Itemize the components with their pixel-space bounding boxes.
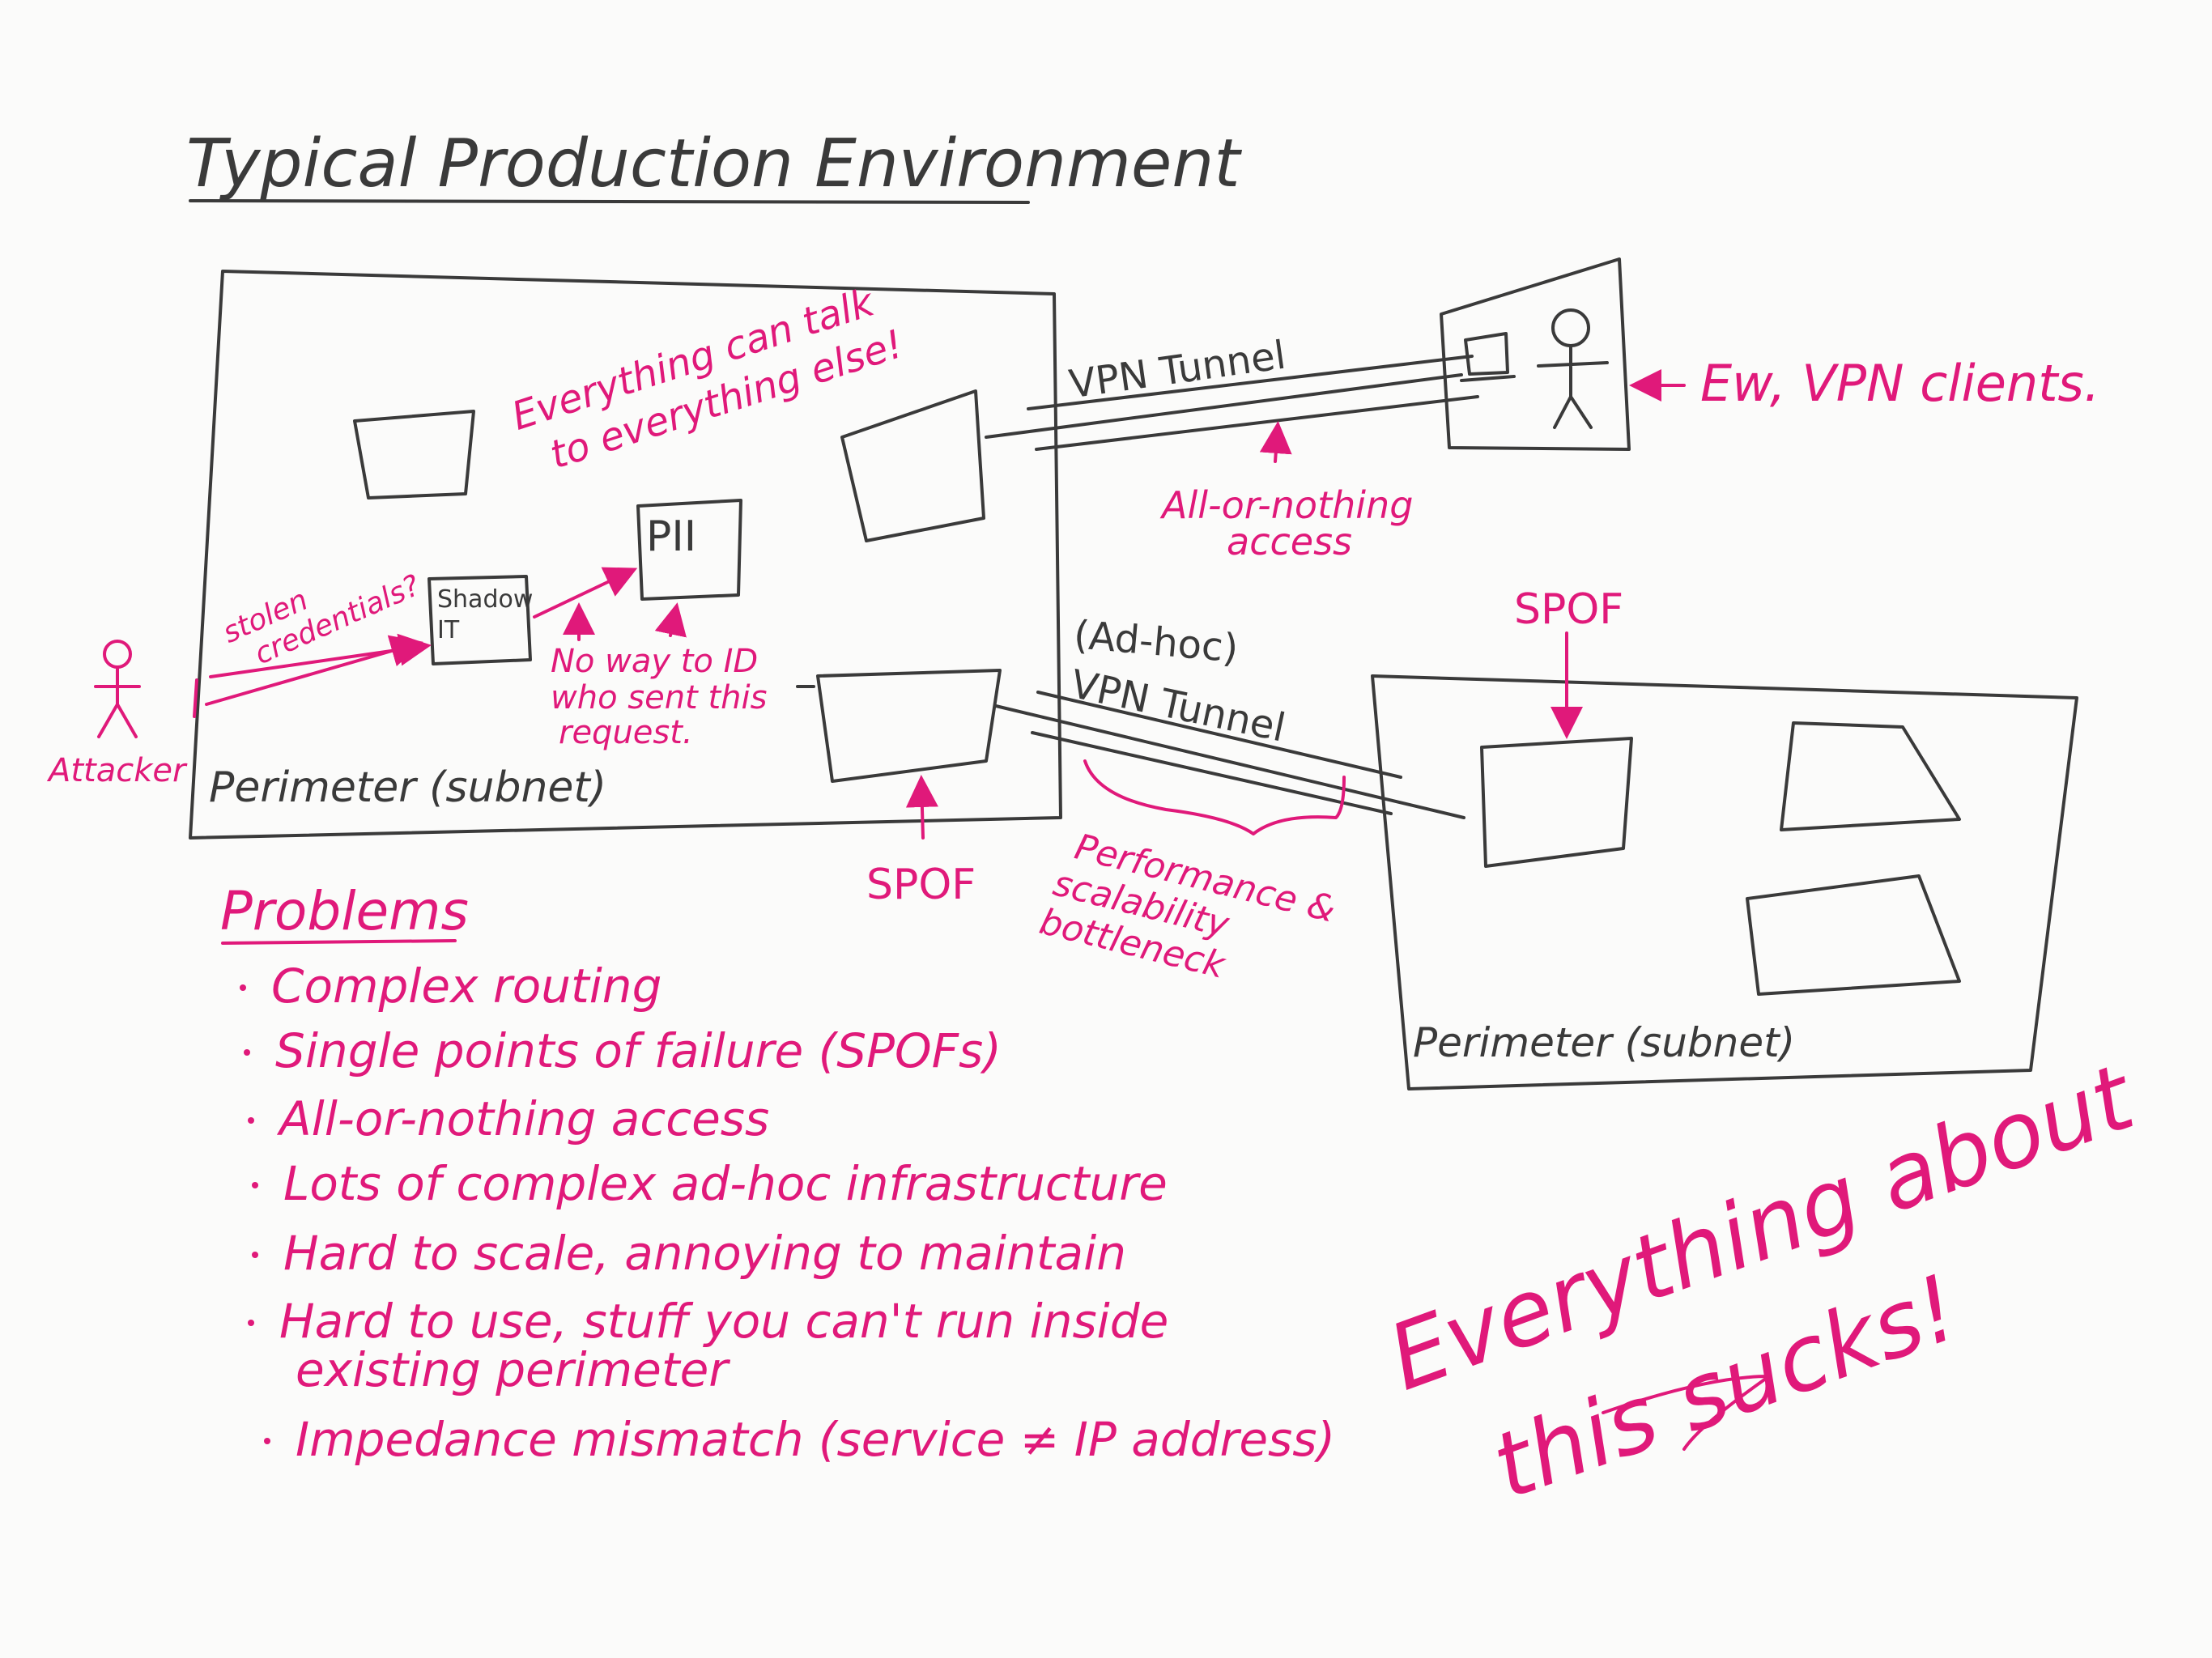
breach-mark <box>193 678 198 718</box>
spof-label: SPOF <box>1514 585 1623 634</box>
problem-item: Hard to use, stuff you can't run inside <box>279 1294 1168 1349</box>
server-box <box>1746 874 1961 996</box>
problem-bullet <box>264 1438 270 1444</box>
sucks-underline <box>1602 1375 1771 1451</box>
shadow-it-label: Shadow <box>437 585 533 614</box>
vpn-user-figure <box>1537 308 1609 429</box>
attacker-figure <box>94 640 141 738</box>
problem-item: All-or-nothing access <box>276 1091 769 1146</box>
problem-item: Single points of failure (SPOFs) <box>275 1023 1002 1078</box>
server-box <box>1780 721 1961 831</box>
shadow-it-label: IT <box>437 616 460 644</box>
no-way-label: request. <box>559 714 693 751</box>
all-or-nothing-label: All-or-nothing <box>1159 483 1413 527</box>
no-way-arrow <box>654 602 687 638</box>
attacker-label: Attacker <box>46 752 188 789</box>
pii-label: PII <box>646 512 696 561</box>
vpn-client-box <box>1440 257 1631 451</box>
problem-item: Hard to scale, annoying to maintain <box>283 1226 1126 1281</box>
all-or-nothing-arrow <box>1259 421 1292 463</box>
problem-item: Impedance mismatch (service ≠ IP address… <box>296 1412 1335 1467</box>
problem-item: Lots of complex ad-hoc infrastructure <box>283 1156 1168 1211</box>
no-way-label: who sent this <box>551 679 767 716</box>
vpn-tunnel-top-rail <box>1027 355 1479 451</box>
vpn-gateway-box <box>816 669 1002 783</box>
bottleneck-brace <box>1083 759 1346 835</box>
vpn-tunnel-top-label: VPN Tunnel <box>1066 333 1288 408</box>
server-box <box>353 410 475 500</box>
laptop-icon <box>1460 332 1516 382</box>
attack-path-arrow <box>205 635 423 706</box>
problem-bullet <box>248 1320 254 1326</box>
vpn-tunnel-adhoc-rail <box>1031 691 1402 815</box>
server-box <box>840 389 985 542</box>
problem-bullet <box>248 1117 254 1124</box>
problem-bullet <box>244 1049 250 1056</box>
spof-label: SPOF <box>866 861 976 909</box>
adhoc-label: VPN Tunnel <box>1067 661 1290 751</box>
spof-arrow <box>905 775 938 840</box>
all-or-nothing-label: access <box>1227 520 1352 563</box>
vpn-tunnel-adhoc <box>994 704 1465 819</box>
server-box <box>1480 737 1633 868</box>
problem-bullet <box>252 1252 258 1258</box>
problems-underline <box>221 939 457 945</box>
problem-item: Complex routing <box>271 959 661 1014</box>
pii-box <box>636 499 742 601</box>
right-perimeter-box <box>1371 674 2078 1090</box>
ew-vpn-label: Ew, VPN clients. <box>1700 354 2100 413</box>
no-way-label: No way to ID <box>551 643 758 680</box>
shadow-it-box <box>428 575 532 665</box>
left-perimeter-label: Perimeter (subnet) <box>209 763 606 812</box>
title-underline <box>189 199 1030 204</box>
problem-item: existing perimeter <box>296 1342 730 1397</box>
left-perimeter-box <box>189 270 1062 840</box>
adhoc-label: (Ad-hoc) <box>1072 612 1240 672</box>
vpn-tunnel-top <box>985 373 1463 439</box>
problem-bullet <box>252 1182 258 1188</box>
right-perimeter-label: Perimeter (subnet) <box>1413 1019 1795 1066</box>
problems-heading: Problems <box>220 880 469 942</box>
problem-bullet <box>240 984 246 991</box>
lateral-movement-arrow <box>533 567 638 619</box>
diagram-title: Typical Production Environment <box>186 125 1242 202</box>
